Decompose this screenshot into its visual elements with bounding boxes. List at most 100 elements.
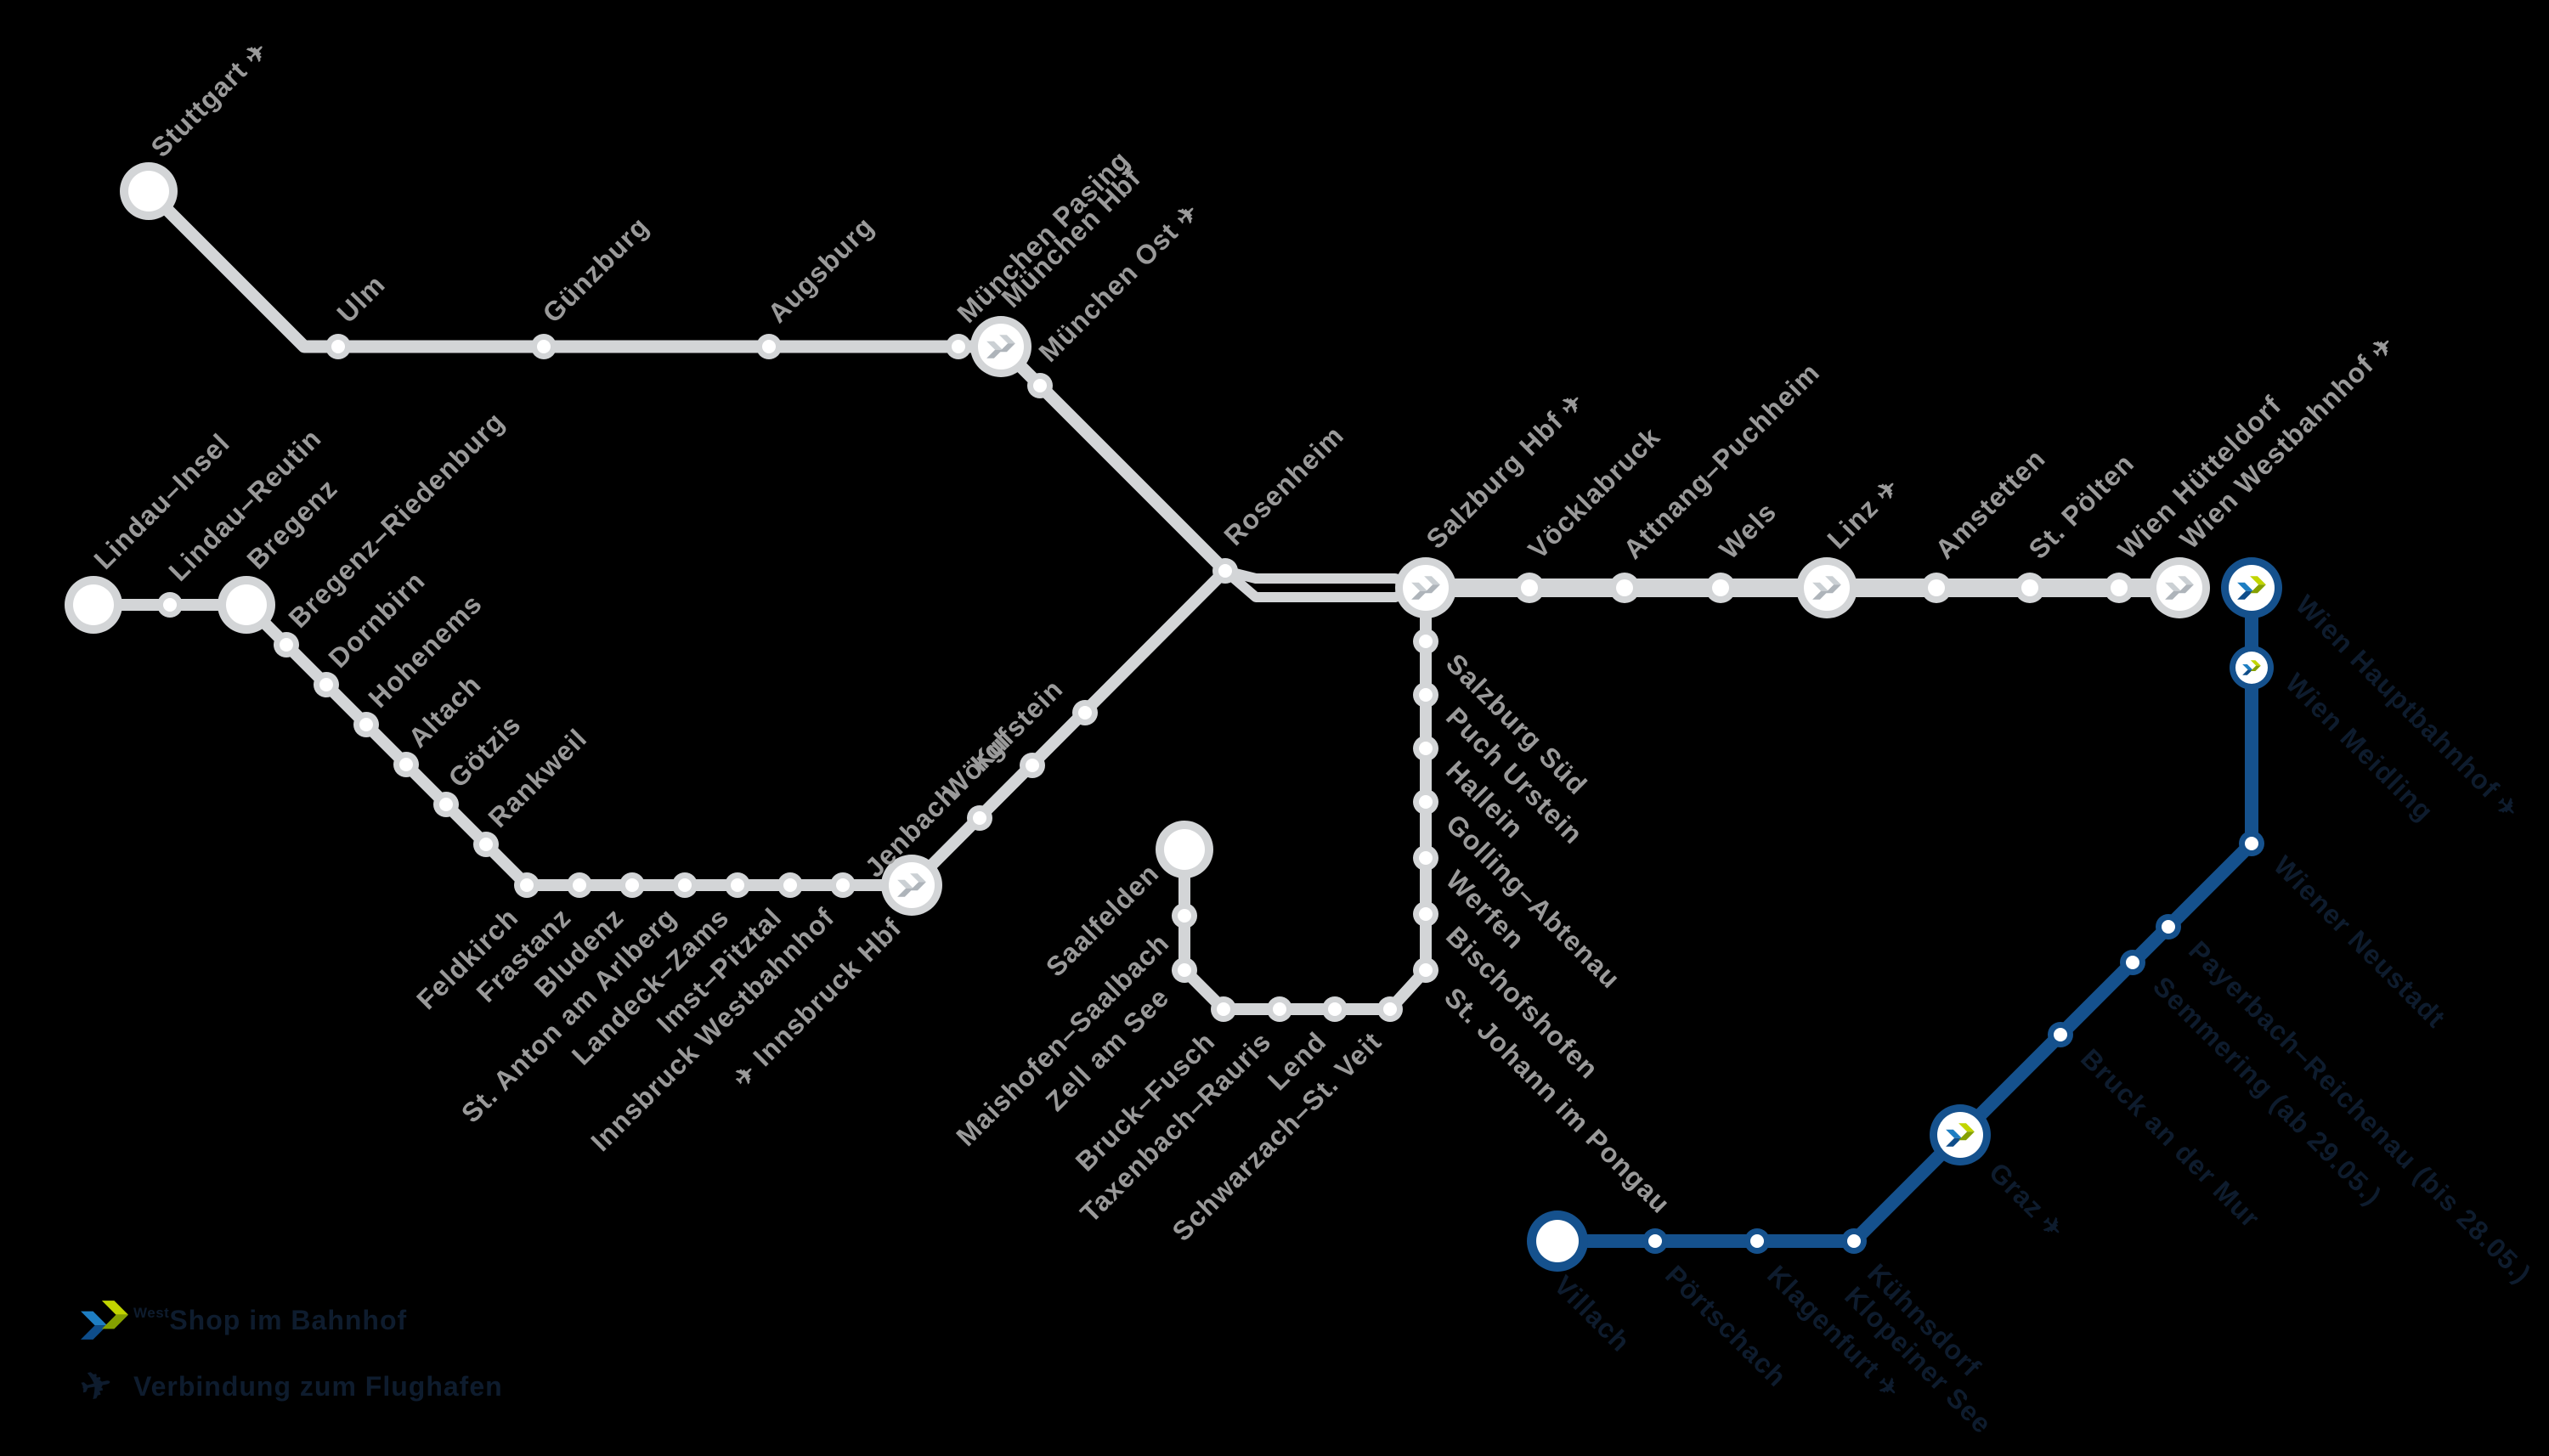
station-center [1419, 795, 1433, 809]
station-center [1328, 1002, 1342, 1016]
westbahn-logo-icon [1946, 1123, 1975, 1147]
station-center [731, 878, 744, 892]
station-center [625, 878, 639, 892]
station-center [2162, 920, 2175, 934]
legend-airport-label: Verbindung zum Flughafen [133, 1370, 503, 1402]
station-center [1419, 688, 1433, 702]
station-center [226, 584, 267, 625]
station-center [1750, 1234, 1764, 1248]
station-center [1026, 759, 1039, 772]
station-augsburg: Augsburg [756, 211, 880, 359]
station-label: Attnang–Puchheim [1617, 357, 1825, 565]
westbahn-logo-icon [1812, 576, 1841, 600]
station-pörtschach: Pörtschach [1642, 1228, 1793, 1393]
station-label: Wien Meidling [2280, 667, 2439, 827]
station-center [319, 678, 333, 691]
station-günzburg: Günzburg [531, 211, 655, 359]
line-west-salzburg-sued [1178, 582, 1432, 1015]
station-center [973, 811, 986, 825]
station-center [1419, 851, 1433, 865]
station-label: Rosenheim [1218, 420, 1349, 551]
legend-shop-label: WestShop im Bahnhof [133, 1304, 408, 1335]
station-label: Wels [1713, 496, 1782, 565]
station-center [439, 798, 453, 811]
station-center [1712, 579, 1729, 596]
station-center [2126, 956, 2139, 969]
station-label: Graz ✈ [1983, 1156, 2071, 1244]
legend: WestShop im Bahnhof ✈ Verbindung zum Flu… [76, 1293, 503, 1425]
station-center [1648, 1234, 1662, 1248]
westbahn-logo-icon [1411, 576, 1440, 600]
station-center [1178, 909, 1191, 923]
line-west-muenchen [142, 184, 1232, 578]
station-center [1033, 379, 1047, 392]
station-center [783, 878, 797, 892]
station-center [1419, 635, 1433, 648]
legend-shop-row: WestShop im Bahnhof [81, 1293, 503, 1347]
legend-airport-row: ✈ Verbindung zum Flughafen [76, 1359, 503, 1414]
station-center [1804, 565, 1850, 611]
station-center [1273, 1002, 1286, 1016]
station-center [359, 718, 373, 731]
station-label: Günzburg [536, 211, 654, 329]
station-linz: Linz ✈ [1796, 471, 1905, 618]
station-label: Ulm [331, 268, 391, 329]
station-center [1217, 1002, 1230, 1016]
station-center [1419, 907, 1433, 921]
station-center [678, 878, 692, 892]
station-center [1164, 829, 1205, 870]
station-center [573, 878, 586, 892]
station-graz: Graz ✈ [1930, 1104, 2071, 1244]
westbahn-logo-icon [2165, 576, 2194, 600]
station-label: Linz ✈ [1821, 471, 1905, 555]
station-center [2229, 565, 2275, 611]
station-center [479, 838, 493, 851]
station-center [2245, 837, 2258, 850]
station-center [2111, 579, 2128, 596]
station-center [1847, 1234, 1861, 1248]
westbahn-logo-icon [986, 335, 1015, 358]
station-center [520, 878, 534, 892]
station-center [1521, 579, 1538, 596]
station-label: Wien Westbahnhof ✈ [2173, 328, 2400, 555]
station-stuttgart: Stuttgart ✈ [120, 34, 274, 220]
station-center [331, 340, 345, 353]
westbahn-shop-logo-icon [81, 1301, 133, 1340]
station-center [978, 324, 1024, 370]
station-center [836, 878, 850, 892]
station-center [1218, 564, 1232, 578]
station-center [537, 340, 551, 353]
station-label: Augsburg [761, 211, 879, 329]
station-center [952, 340, 965, 353]
station-center [1178, 963, 1191, 977]
station-kühnsdorf-klopeiner-see: KühnsdorfKlopeiner See [1839, 1228, 1998, 1440]
station-payerbach-reichenau-bis-28-05: Payerbach–Reichenau (bis 28.05.) [2156, 914, 2537, 1290]
station-center [2021, 579, 2038, 596]
station-center [2235, 652, 2268, 684]
station-st-johann-im-pongau: St. Johann im Pongau [1413, 957, 1676, 1220]
station-center [762, 340, 776, 353]
station-label: Payerbach–Reichenau (bis 28.05.) [2183, 934, 2537, 1289]
westbahn-logo-icon [897, 873, 926, 897]
station-center [1928, 579, 1945, 596]
station-center [1937, 1112, 1983, 1158]
station-label: Wiener Neustadt [2268, 849, 2452, 1034]
station-label: Villach [1548, 1269, 1636, 1357]
airplane-icon: ✈ [76, 1362, 117, 1410]
station-label: Kufstein [964, 673, 1069, 777]
station-center [889, 862, 935, 908]
station-attnang-puchheim: Attnang–Puchheim [1609, 357, 1826, 603]
station-center [73, 584, 114, 625]
station-villach: Villach [1527, 1211, 1636, 1357]
station-center [1616, 579, 1633, 596]
station-center [1419, 963, 1433, 977]
station-wien-meidling: Wien Meidling [2230, 646, 2439, 827]
station-wien-hauptbahnhof: Wien Hauptbahnhof ✈ [2221, 557, 2524, 825]
station-label: Stuttgart ✈ [144, 34, 274, 163]
station-rosenheim: Rosenheim [1212, 420, 1350, 584]
station-center [2054, 1028, 2067, 1041]
westbahn-logo-icon [2242, 660, 2261, 675]
station-center [1403, 565, 1449, 611]
station-center [1078, 706, 1092, 720]
